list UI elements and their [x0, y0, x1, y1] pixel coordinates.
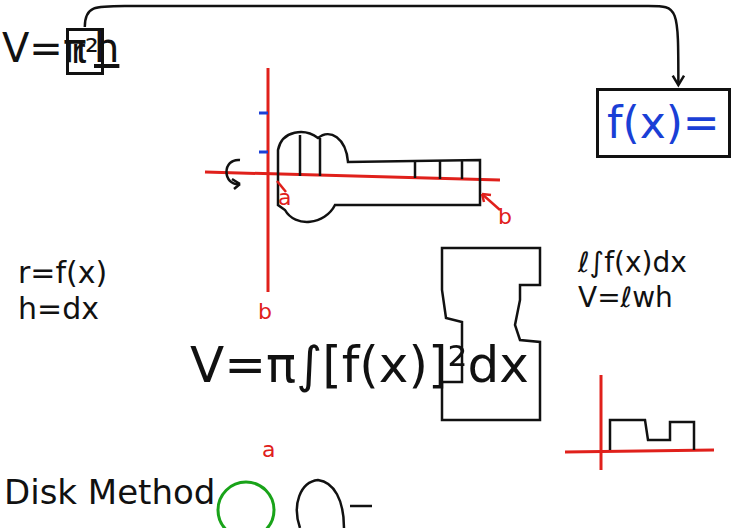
tick — [259, 112, 268, 115]
boxed-term: r² — [66, 28, 104, 75]
formula-text: V=ℓwh — [578, 283, 673, 314]
boxed-term: f(x)= — [596, 88, 731, 158]
disk-slice — [299, 135, 302, 176]
cross-section-outline — [442, 248, 540, 420]
formula-text: r=f(x) — [18, 256, 107, 289]
pointer — [482, 194, 491, 202]
boxed-text: r² — [71, 33, 99, 70]
formula-text: V=π∫[f(x)]²dx — [190, 338, 529, 393]
formula-text: ℓ∫f(x)dx — [578, 248, 687, 279]
rotation-arrow — [232, 179, 240, 189]
x-axis — [205, 172, 500, 180]
disk-slice — [319, 138, 322, 176]
formula-text: b — [258, 300, 272, 324]
formula-text: h=dx — [18, 292, 99, 325]
y-axis — [267, 68, 270, 292]
disk-circle — [218, 482, 274, 528]
formula-text: a — [262, 438, 275, 462]
tick — [259, 151, 268, 154]
pointer — [482, 194, 500, 210]
curved-arrow — [85, 6, 684, 85]
solid-outline — [278, 132, 480, 222]
x-axis — [565, 450, 714, 452]
formula-text: Disk Method — [4, 474, 215, 511]
disk-slice — [461, 161, 464, 179]
disk-sketch — [350, 505, 372, 508]
disk-sketch — [297, 480, 344, 528]
formula-text: a — [278, 186, 291, 210]
boxed-text: f(x)= — [607, 99, 720, 147]
disk-slice — [439, 161, 442, 179]
y-axis — [600, 375, 603, 470]
disk-slice — [414, 161, 417, 178]
step-graph — [610, 420, 694, 450]
formula-text: b — [498, 205, 512, 229]
